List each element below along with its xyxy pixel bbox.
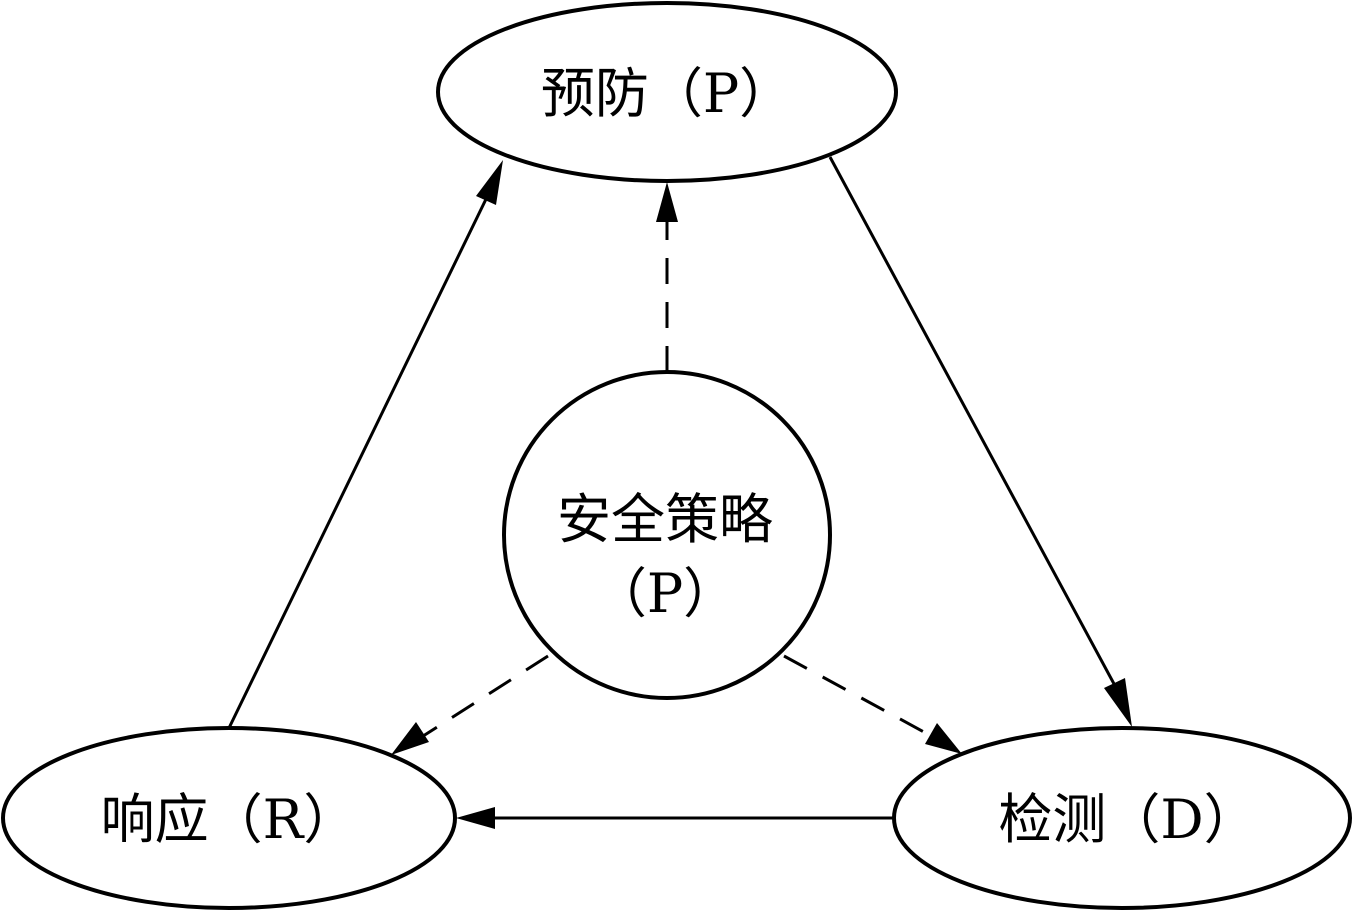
node-policy: 安全策略 （P） (502, 370, 832, 700)
arrowhead-detection-left (925, 723, 962, 754)
response-ellipse (1, 726, 457, 910)
policy-circle (502, 370, 832, 700)
detection-label: 检测（D） (998, 788, 1257, 851)
edge-policy-to-detection (783, 654, 936, 740)
edges (227, 156, 1132, 829)
prevention-ellipse (436, 1, 898, 183)
policy-label-line1: 安全策略 (557, 488, 773, 551)
arrowhead-prevention-left (476, 160, 503, 205)
detection-ellipse (892, 726, 1352, 910)
response-label: 响应（R） (101, 788, 358, 851)
arrowhead-response-right (456, 807, 495, 829)
prevention-label: 预防（P） (541, 62, 793, 125)
edge-policy-to-response (419, 654, 549, 740)
arrowhead-detection-top (1104, 678, 1132, 727)
node-response: 响应（R） (1, 726, 457, 910)
node-prevention: 预防（P） (436, 1, 898, 183)
edge-response-to-prevention (227, 194, 490, 729)
arrowhead-response-top (391, 722, 429, 755)
policy-label-line2: （P） (593, 562, 737, 625)
arrowhead-prevention-bottom (656, 182, 678, 222)
node-detection: 检测（D） (892, 726, 1352, 910)
edge-prevention-to-detection (828, 156, 1122, 696)
